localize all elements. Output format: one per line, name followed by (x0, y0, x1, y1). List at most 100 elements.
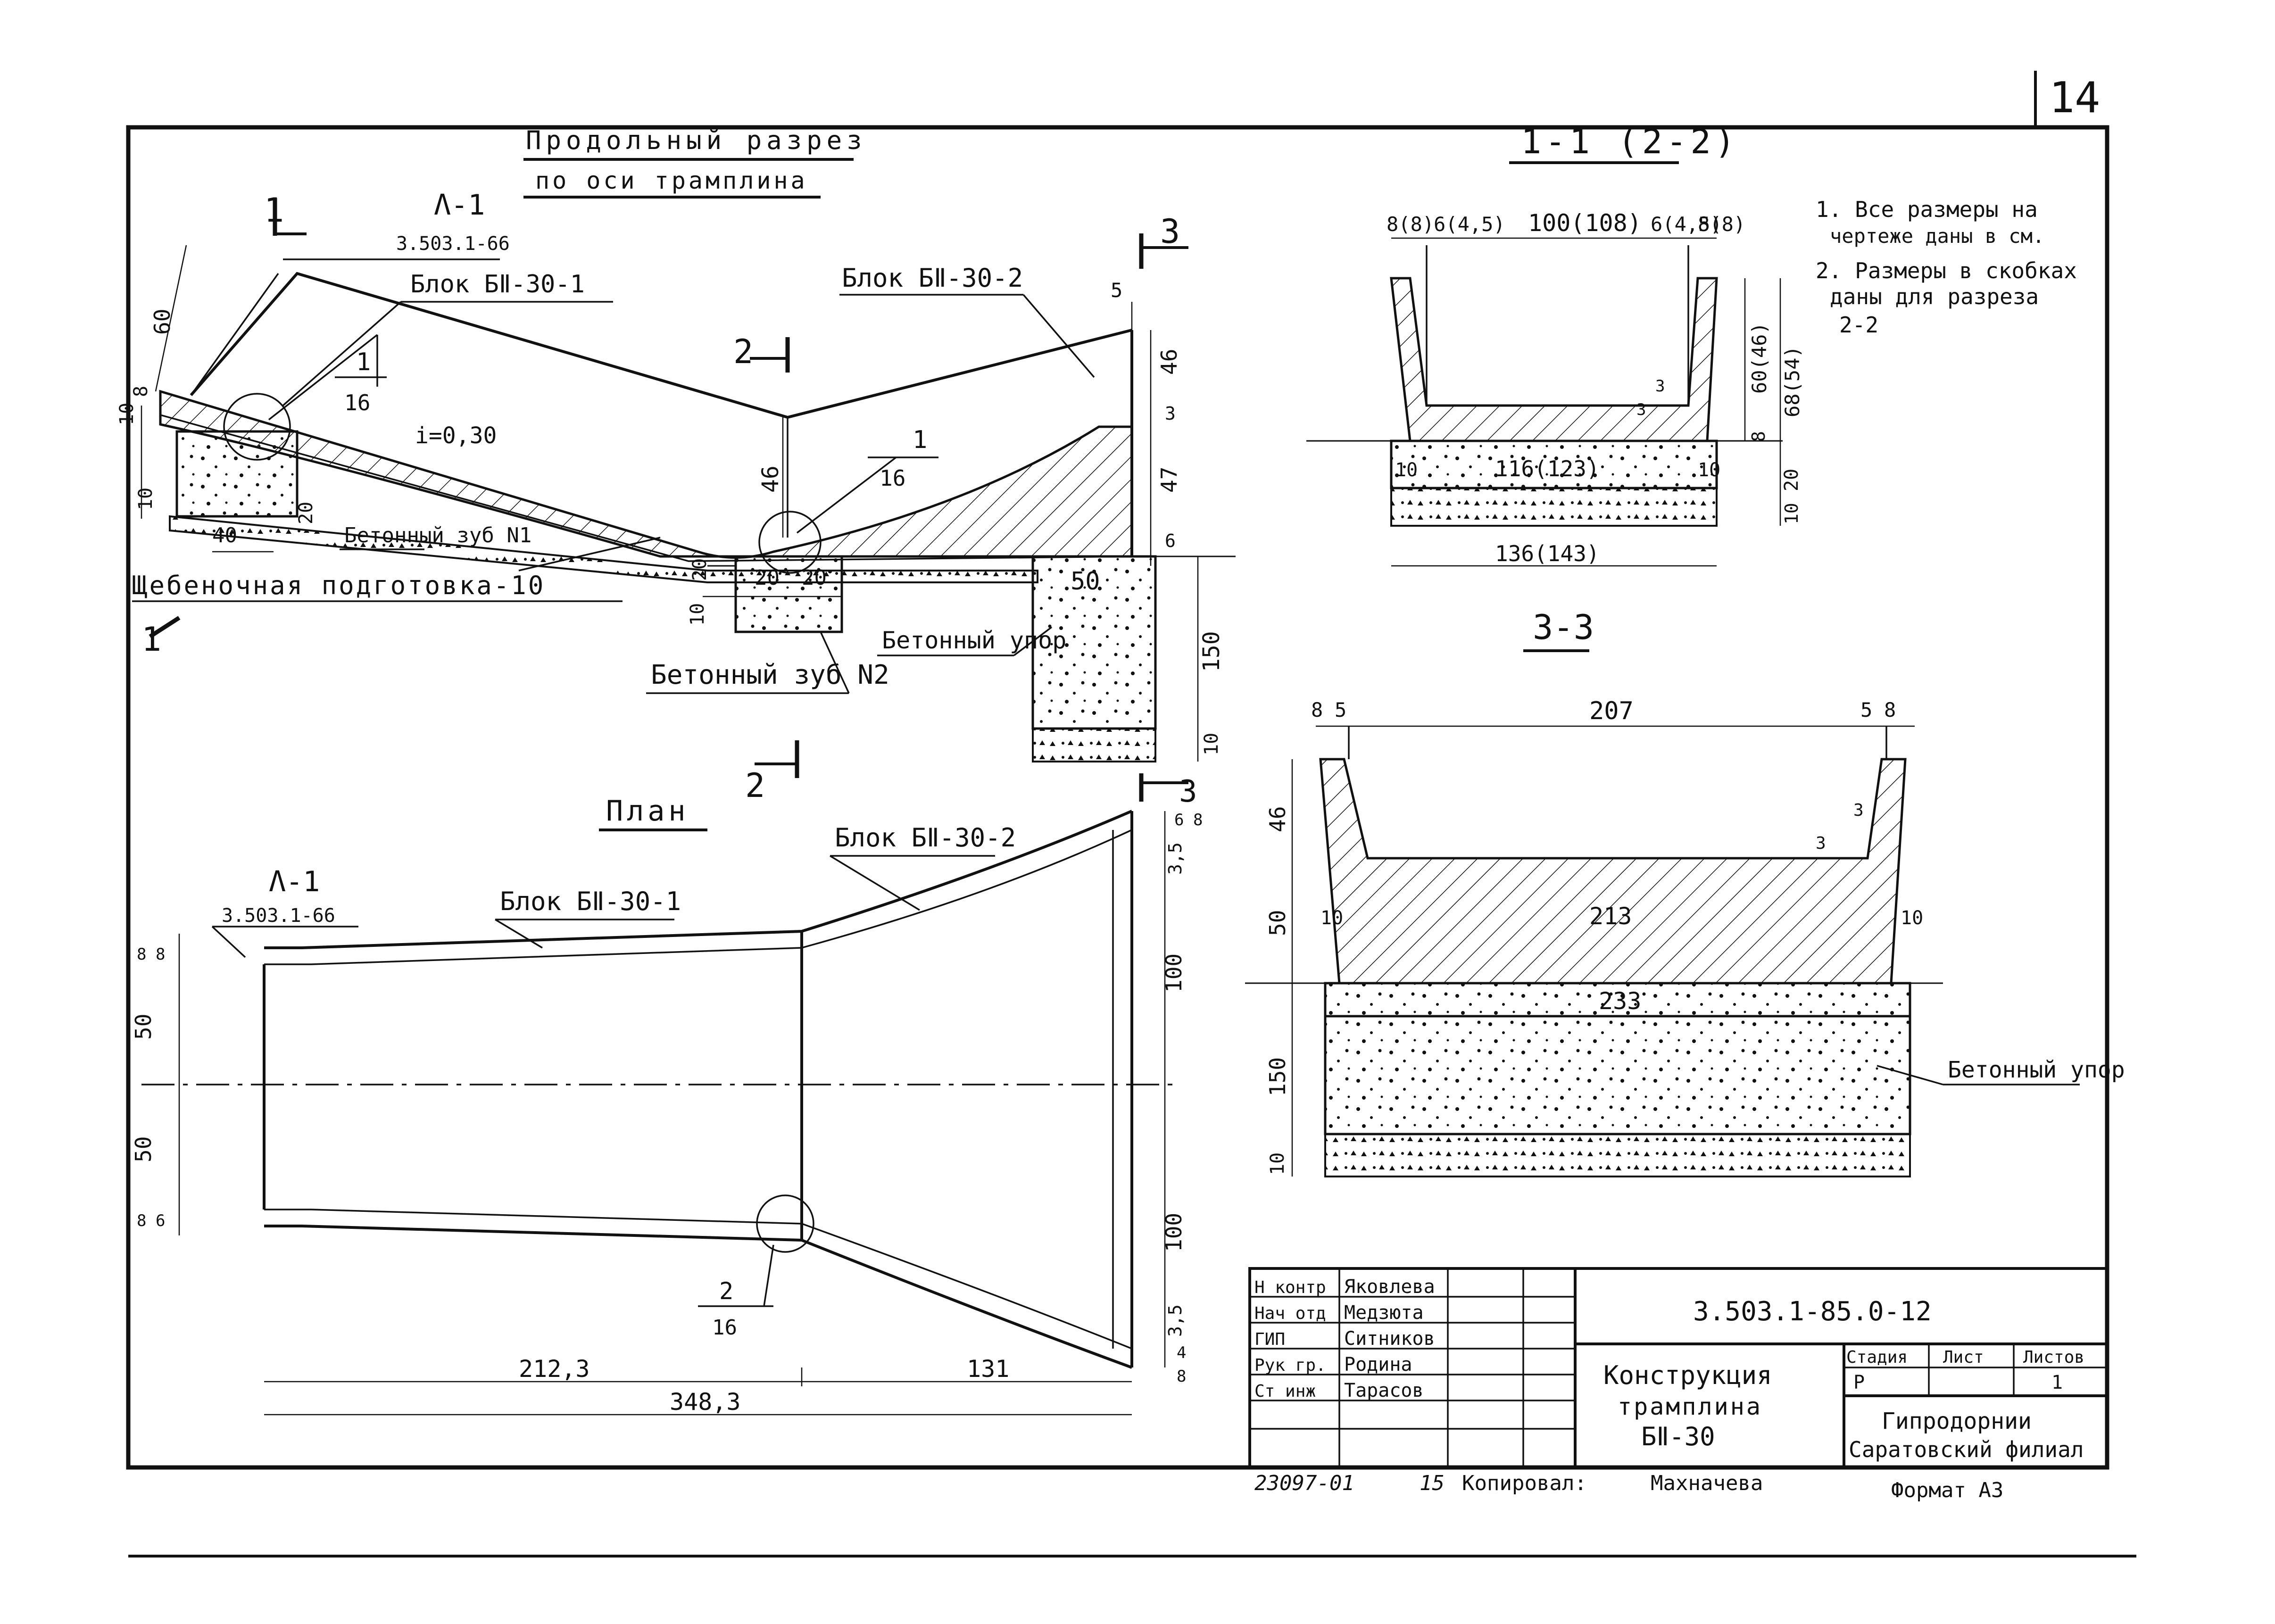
dim-150: 150 (1198, 631, 1225, 672)
callout-1-den: 16 (344, 390, 370, 415)
plan-cut-3: 3 (1179, 774, 1197, 809)
dim-33-inner: 213 (1589, 903, 1632, 930)
dim-33-top-2: 207 (1589, 697, 1634, 725)
plan-dim-left-2: 50 (131, 1014, 156, 1040)
dim-33-pad-0: 10 (1320, 907, 1343, 929)
dim-11-top-2: 100(108) (1528, 209, 1642, 237)
dim-11-pad-1: 10 (1698, 459, 1720, 481)
col-sheet: Лист (1943, 1348, 1984, 1367)
concrete-tooth-2 (734, 555, 843, 633)
dim-11-top-1: 6(4,5) (1434, 213, 1505, 236)
plan-ref-a1-doc: 3.503.1-66 (222, 905, 335, 927)
dim-10b: 10 (135, 488, 157, 510)
concrete-tooth-1 (175, 430, 299, 518)
cut-3-top: 3 (1160, 212, 1180, 251)
callout-1-num: 1 (356, 348, 371, 376)
plan-dim-total: 348,3 (670, 1388, 741, 1416)
plan-dim-right-5: 3,5 (1165, 1304, 1186, 1337)
plan-dim-right-1: 8 (1193, 811, 1203, 829)
trough-33-wall (1319, 758, 1907, 985)
block-1-label: Блок БⅡ-30-1 (410, 270, 585, 298)
plan-dim-right-7: 8 (1177, 1367, 1186, 1386)
plan-title: План (606, 795, 689, 828)
role-3: Рук гр. (1254, 1356, 1326, 1375)
name-1: Медзюта (1344, 1302, 1424, 1324)
chute-body-hatched (159, 389, 1133, 559)
dim-11-side-3: 3 (1636, 400, 1646, 419)
cut-1-bottom: 1 (141, 620, 161, 659)
col-stage: Стадия (1846, 1348, 1908, 1367)
notes: 1. Все размеры на чертеже даны в см. 2. … (1816, 197, 2077, 338)
ref-a1: Λ-1 (434, 189, 485, 222)
org-line-2: Саратовский филиал (1849, 1437, 2084, 1462)
dim-33-base: 233 (1599, 987, 1641, 1015)
detail-circle-1b (758, 511, 822, 574)
dim-33-small-0: 3 (1853, 801, 1864, 820)
stage-value: Р (1853, 1372, 1865, 1393)
col-sheets: Листов (2023, 1348, 2084, 1367)
plan-dim-left-1: 8 (156, 945, 165, 964)
plan-dim-right-4: 100 (1161, 1213, 1187, 1252)
dim-20a: 20 (295, 502, 317, 524)
name-4: Тарасов (1344, 1380, 1424, 1401)
gravel-11 (1390, 487, 1718, 527)
dim-11-side-1: 68(54) (1781, 346, 1804, 417)
plan-dim-right-3: 100 (1161, 953, 1187, 993)
gravel-label: Щебеночная подготовка-10 (132, 571, 545, 600)
role-4: Ст инж (1254, 1382, 1316, 1401)
dim-46a: 46 (757, 465, 784, 493)
plan-dim-left-4: 8 (137, 1211, 146, 1230)
dim-50: 50 (1071, 567, 1100, 596)
cut-2-top: 2 (733, 332, 753, 371)
plan-dim-left-0: 8 (137, 945, 146, 964)
name-2: Ситников (1344, 1328, 1435, 1350)
plan-dim-right-2: 3,5 (1165, 842, 1186, 875)
callout-2-num: 2 (719, 1277, 733, 1305)
detail-circle-2 (756, 1194, 814, 1253)
plan-dim-right-0: 6 (1174, 811, 1184, 829)
dim-40: 40 (212, 523, 237, 547)
dim-10a: 10 (116, 403, 138, 425)
stop-33 (1324, 1015, 1911, 1135)
dim-10c: 10 (687, 603, 708, 626)
dim-6: 6 (1165, 530, 1176, 551)
note-2b: даны для разреза (1830, 284, 2039, 309)
dim-60: 60 (149, 309, 175, 335)
plan-dim-b: 131 (967, 1355, 1009, 1383)
plan-ref-a1: Λ-1 (269, 865, 320, 898)
callout-1b-den: 16 (880, 465, 905, 491)
sheet-number: 14 (2049, 73, 2100, 123)
footer-copied: Копировал: (1462, 1471, 1587, 1495)
note-2: 2. Размеры в скобках (1816, 258, 2077, 283)
role-0: Н контр (1254, 1278, 1326, 1297)
doc-name-2: трамплина (1618, 1393, 1762, 1420)
dim-33-side-1: 50 (1265, 910, 1290, 936)
dim-11-top-4: 8(8) (1698, 213, 1745, 236)
dim-33-small-1: 3 (1816, 834, 1826, 853)
plan-block-2: Блок БⅡ-30-2 (835, 823, 1016, 853)
role-2: ГИП (1254, 1330, 1285, 1349)
dim-33-side-2: 150 (1265, 1057, 1290, 1096)
note-1b: чертеже даны в см. (1830, 224, 2044, 248)
dim-20c: 20 (755, 566, 780, 590)
dim-11-top-3: 6(4,5) (1651, 213, 1722, 236)
dim-11-top-0: 8(8) (1387, 213, 1434, 236)
footer-inv: 23097-01 (1254, 1471, 1354, 1495)
plan-block-1: Блок БⅡ-30-1 (500, 887, 681, 916)
ref-a1-doc: 3.503.1-66 (396, 233, 510, 255)
section-3-3: 3-3 8 5 207 5 8 46 50 150 10 3 3 213 10 … (1245, 607, 2125, 1177)
section-11-title: 1-1 (2-2) (1521, 122, 1739, 161)
dim-33-top-0: 8 (1311, 698, 1323, 721)
section-33-title: 3-3 (1533, 607, 1594, 647)
dim-3: 3 (1165, 403, 1176, 424)
role-1: Нач отд (1254, 1304, 1326, 1323)
trough-11-wall (1390, 277, 1718, 442)
sheets-value: 1 (2051, 1372, 2063, 1393)
dim-33-pad-1: 10 (1901, 907, 1923, 929)
doc-code: 3.503.1-85.0-12 (1693, 1296, 1932, 1327)
note-1: 1. Все размеры на (1816, 197, 2038, 222)
plan-view: План 2 16 Λ-1 3.503.1-66 Блок БⅡ-30-1 Бл… (131, 773, 1203, 1416)
section-1-1: 1-1 (2-2) 8(8) 6(4,5) 100(108) 6(4,5) 8(… (1306, 122, 1804, 567)
callout-2-den: 16 (712, 1316, 737, 1340)
